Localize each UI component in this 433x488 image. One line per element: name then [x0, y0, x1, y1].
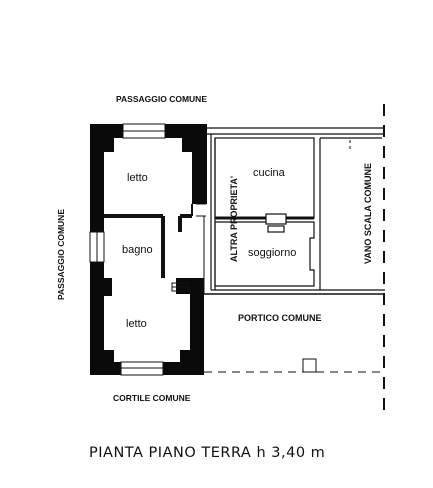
label-altra-proprieta: ALTRA PROPRIETA' — [229, 176, 239, 262]
room-bagno: bagno — [122, 244, 153, 256]
apartment-walls — [90, 124, 207, 375]
entrance-detail — [171, 282, 189, 292]
interior-walls — [104, 203, 206, 294]
label-passaggio-left: PASSAGGIO COMUNE — [56, 209, 66, 300]
label-vano-scala: VANO SCALA COMUNE — [363, 163, 373, 264]
room-soggiorno: soggiorno — [248, 247, 296, 259]
label-cortile: CORTILE COMUNE — [113, 393, 191, 403]
room-letto-bottom: letto — [126, 318, 147, 330]
label-portico: PORTICO COMUNE — [238, 313, 322, 323]
plan-title: PIANTA PIANO TERRA h 3,40 m — [89, 445, 325, 461]
window-bottom — [120, 361, 164, 376]
label-passaggio-top: PASSAGGIO COMUNE — [116, 94, 207, 104]
window-top — [122, 123, 166, 139]
portico-lines — [204, 104, 385, 414]
room-cucina: cucina — [253, 167, 286, 179]
room-letto-top: letto — [127, 172, 148, 184]
window-left — [89, 231, 105, 263]
neighbour-block — [207, 127, 385, 291]
